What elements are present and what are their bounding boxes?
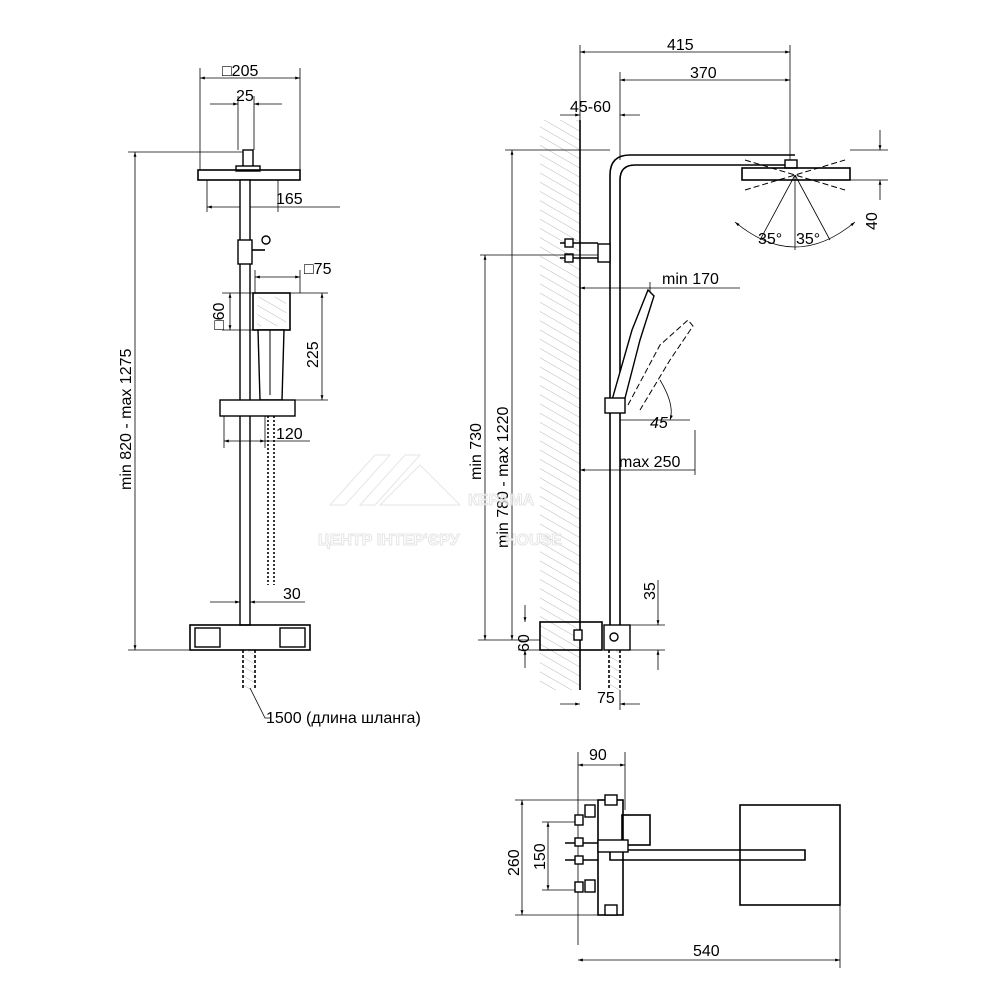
watermark: КЕРАМА HOUSE ЦЕНТР ІНТЕР'ЄРУ bbox=[318, 454, 563, 550]
dim-mixer-depth: 75 bbox=[597, 690, 615, 707]
dim-head-size: □205 bbox=[222, 63, 258, 80]
dim-hand-shower-min: min 170 bbox=[662, 271, 719, 288]
dim-width: 260 bbox=[506, 849, 523, 876]
dim-hand-shower-max: max 250 bbox=[619, 454, 680, 471]
dim-mixer-height: 60 bbox=[516, 634, 533, 652]
dim-hand-shower-width: □75 bbox=[304, 261, 332, 278]
hose-note: 1500 (длина шланга) bbox=[266, 710, 421, 727]
watermark-brand: КЕРАМА bbox=[468, 492, 535, 509]
dim-bar-offset: 30 bbox=[283, 586, 301, 603]
dim-bar-height: min 780 - max 1220 bbox=[495, 406, 512, 548]
side-view: 415 370 45-60 40 35° 35° min 170 45 max … bbox=[468, 37, 888, 710]
dim-hand-shower-angle: 45 bbox=[650, 415, 668, 432]
dim-arm-length: 370 bbox=[690, 65, 717, 82]
top-view: 90 260 150 540 bbox=[506, 747, 841, 968]
dim-hand-shower-length: 225 bbox=[305, 341, 322, 368]
tilt-angle-left: 35° bbox=[758, 231, 782, 248]
watermark-tagline: ЦЕНТР ІНТЕР'ЄРУ bbox=[318, 532, 461, 549]
tilt-angle-right: 35° bbox=[796, 231, 820, 248]
dim-depth: 90 bbox=[589, 747, 607, 764]
dim-holder-offset: 120 bbox=[276, 426, 303, 443]
dim-wall-offset: 45-60 bbox=[570, 99, 611, 116]
dim-head-tilt: 40 bbox=[864, 212, 881, 230]
dim-mixer-top: 35 bbox=[642, 582, 659, 600]
dim-length: 540 bbox=[693, 943, 720, 960]
front-view: □205 25 165 min 820 - max 1275 □75 □60 2… bbox=[118, 63, 421, 727]
dim-total-height: min 820 - max 1275 bbox=[118, 348, 135, 490]
dim-head-depth: 165 bbox=[276, 191, 303, 208]
dim-inlet-spacing: 150 bbox=[532, 843, 549, 870]
dim-hand-shower-height: □60 bbox=[211, 302, 228, 330]
dim-mixer-min-height: min 730 bbox=[468, 423, 485, 480]
dim-connector: 25 bbox=[236, 88, 254, 105]
watermark-brand2: HOUSE bbox=[505, 532, 562, 549]
dim-reach-total: 415 bbox=[667, 37, 694, 54]
